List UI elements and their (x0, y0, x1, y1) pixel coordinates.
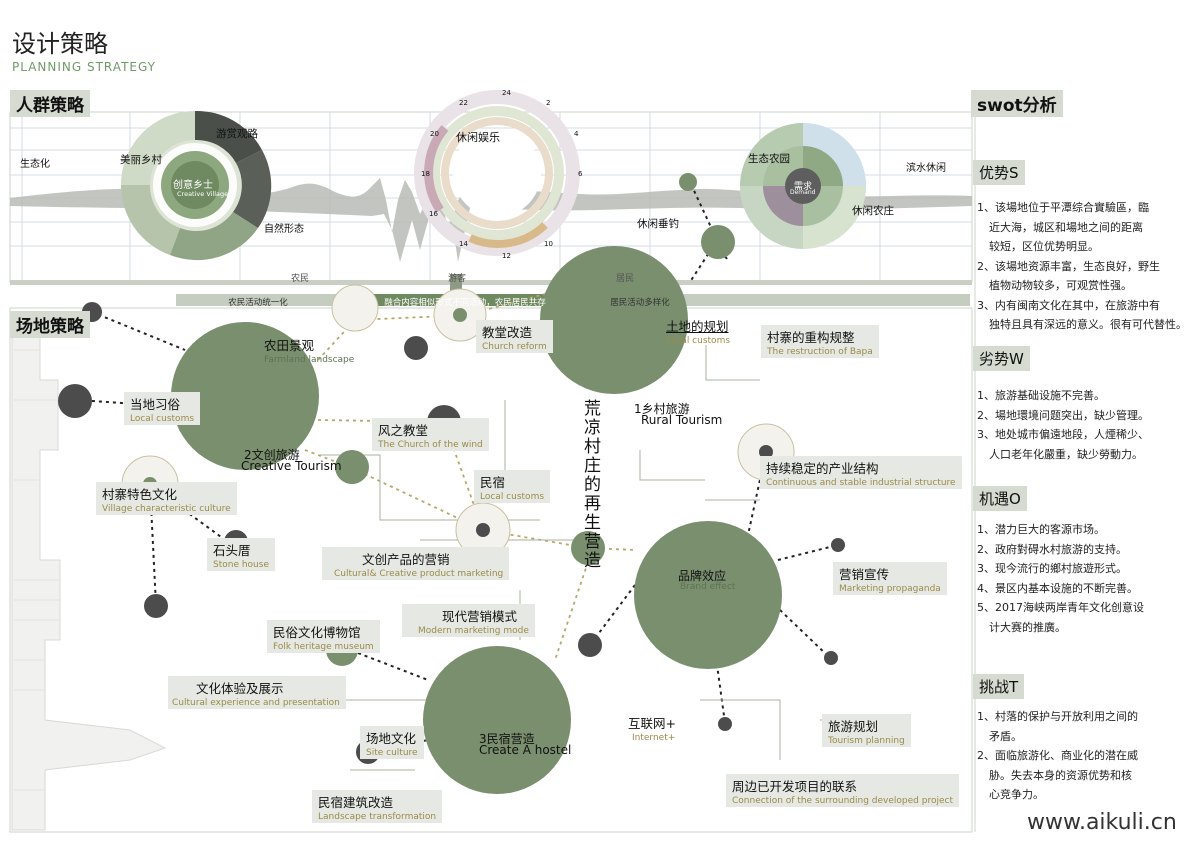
clock-tick: 24 (502, 89, 511, 97)
node-creative-en: Creative Tourism (241, 459, 342, 473)
label-internet: 互联网+Internet+ (628, 716, 676, 743)
swot-t-list: 1、村落的保护与开放利用之间的 矛盾。 2、面临旅游化、商业化的潜在威 胁。失去… (977, 710, 1138, 801)
section-site-heading: 场地策略 (10, 311, 90, 338)
swot-o-list: 1、潜力巨大的客源市场。 2、政府對碍水村旅游的支持。 3、现今流行的鄉村旅遊形… (977, 523, 1144, 634)
swot-t-head: 挑战T (973, 674, 1025, 699)
band-farmer-label: 农民 (291, 274, 310, 284)
crowd-label-tour: 游赏观路 (216, 128, 258, 140)
node-brand-cn: 品牌效应 (678, 569, 727, 583)
crowd-label-leisure-ent: 休闲娱乐 (456, 131, 500, 144)
node-hostel-en: Create A hostel (479, 743, 572, 757)
section-swot-heading: swot分析 (971, 90, 1063, 117)
clock-tick: 16 (429, 210, 438, 218)
crowd-label-coast: 滨水休闲 (906, 163, 946, 174)
band-resident-label: 居民 (616, 274, 635, 284)
clock-tick: 12 (502, 252, 511, 260)
crowd-label-fish: 休闲垂钓 (637, 218, 679, 230)
crowd-label-farm: 休闲农庄 (852, 205, 894, 217)
wheel2-center-en: Demand (790, 189, 816, 196)
crowd-clock-wheel (414, 90, 580, 256)
center-vertical-title: 荒凉村庄的再生营造 (584, 399, 601, 571)
node-hostel-cn: 3民宿营造 (479, 732, 535, 746)
big-nodes (171, 246, 782, 794)
crowd-label-eco: 生态化 (20, 159, 50, 170)
swot-w-list: 1、旅游基础设施不完善。 2、場地環境问题突出，缺少管理。 3、地处城市偏遠地段… (977, 389, 1149, 461)
swot-o-head: 机遇O (973, 486, 1027, 511)
clock-tick: 22 (459, 99, 468, 107)
crowd-label-eco-farm: 生态农园 (748, 153, 790, 165)
section-crowd-heading: 人群策略 (10, 90, 90, 117)
clock-tick: 6 (578, 170, 583, 178)
swot-w-head: 劣势W (973, 346, 1030, 371)
band-cap-mix: 融合内容相似形式不同活动，农民居民共存 (384, 298, 546, 308)
clock-tick: 2 (546, 99, 551, 107)
band-cap-resident: 居民活动多样化 (610, 298, 670, 308)
crowd-label-beauty: 美丽乡村 (120, 154, 162, 166)
page-title: 设计策略 (12, 30, 108, 58)
crowd-wheel-left (120, 110, 272, 261)
band-tourist-label: 游客 (448, 274, 467, 284)
clock-tick: 10 (544, 240, 553, 248)
node-rural-en: Rural Tourism (641, 413, 723, 427)
page-subtitle: PLANNING STRATEGY (12, 60, 157, 74)
wheel2-center-cn: 需求 (794, 182, 813, 192)
clock-tick: 4 (574, 130, 579, 138)
band-cap-farmer: 农民活动统一化 (228, 298, 288, 308)
wheel1-center-en: Creative Village (177, 190, 229, 198)
crowd-label-natural: 自然形态 (264, 224, 304, 235)
clock-tick: 20 (430, 130, 439, 138)
wheel1-center-cn: 创意乡士 (173, 180, 213, 191)
swot-s-head: 优势S (973, 160, 1025, 185)
node-rural-cn: 1乡村旅游 (634, 402, 690, 416)
crowd-wheel-right (740, 123, 866, 249)
clock-tick: 18 (421, 170, 430, 178)
watermark: www.aikuli.cn (1027, 810, 1177, 835)
node-creative-cn: 2文创旅游 (244, 448, 300, 462)
band-farmer (176, 294, 340, 306)
clock-tick: 14 (459, 240, 468, 248)
node-brand-en: Brand effect (680, 582, 736, 592)
swot-s-list: 1、该場地位于平潭综合實驗區，臨 近大海，城区和場地之间的距离 较短，区位优势明… (977, 201, 1187, 331)
small-green-nodes (143, 173, 735, 666)
